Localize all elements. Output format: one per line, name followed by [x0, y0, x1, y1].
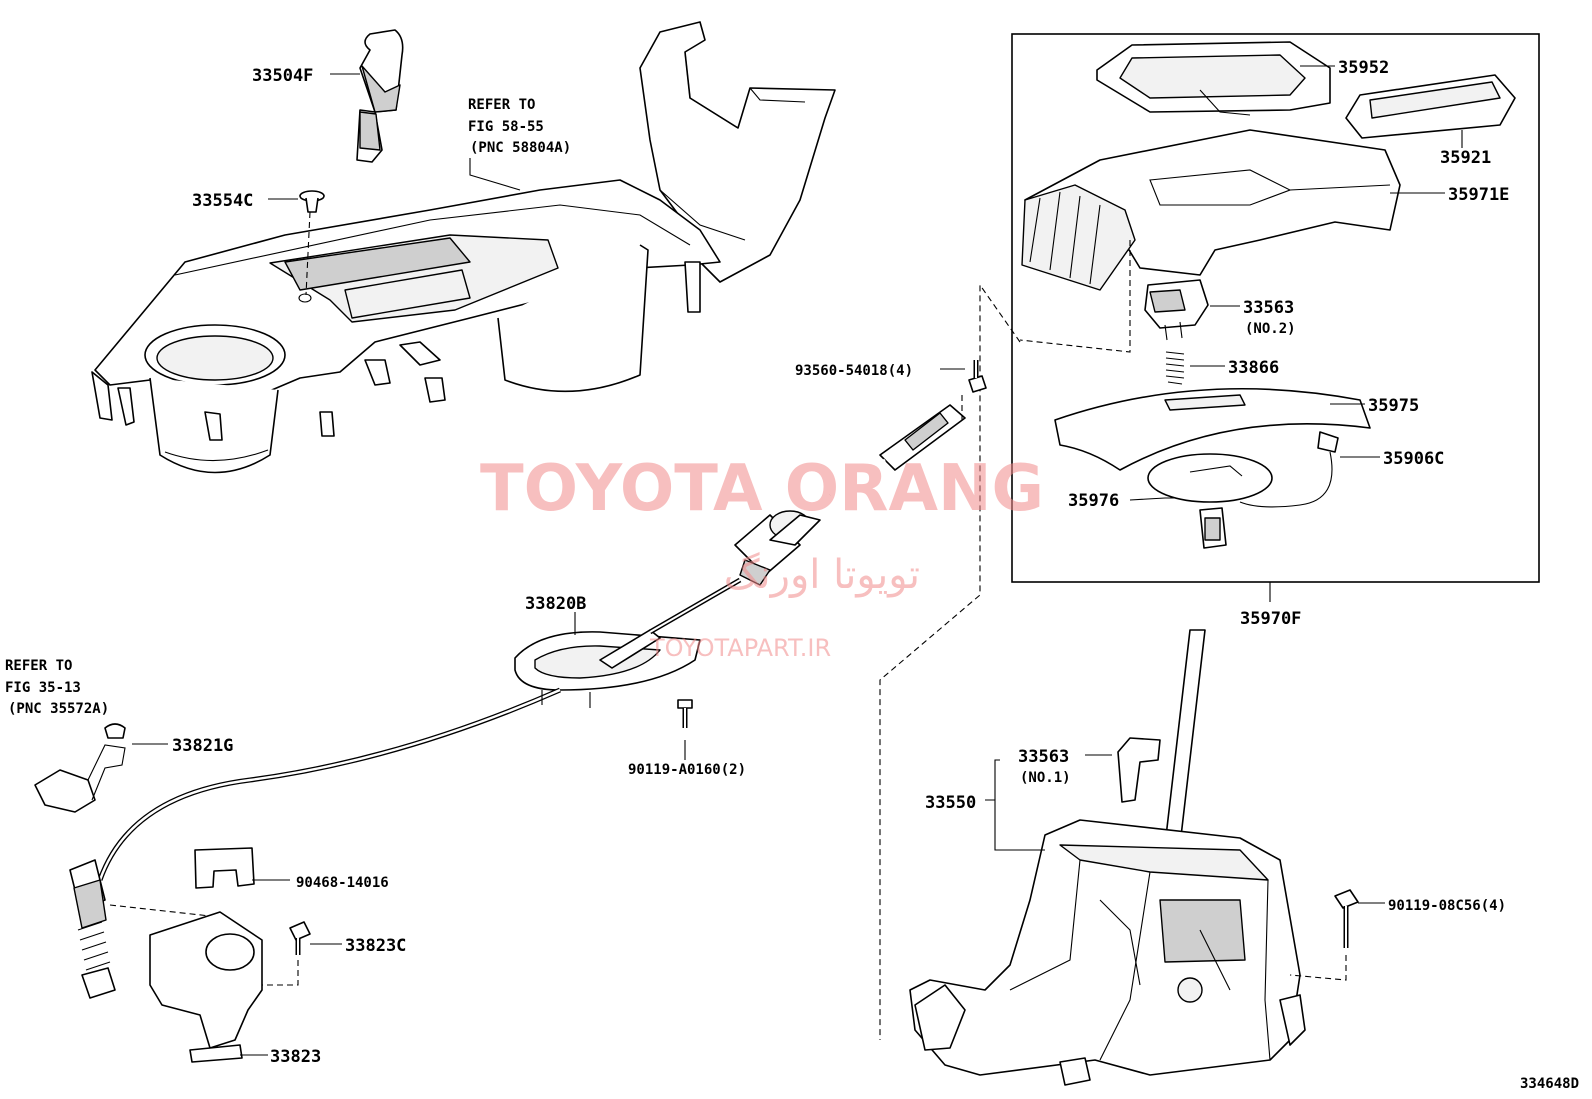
label-33563-no1: 33563 — [1018, 747, 1069, 767]
label-35906C: 35906C — [1383, 449, 1444, 469]
label-35976: 35976 — [1068, 491, 1119, 511]
label-90119-08C56: 90119-08C56(4) — [1388, 898, 1506, 914]
watermark-brand-fa: تویوتا اورنگ — [724, 552, 920, 598]
leader-lines — [132, 65, 1463, 1056]
label-33563-no2-sub: (NO.2) — [1245, 321, 1296, 337]
shift-lever-kit-box — [1011, 33, 1540, 583]
console-refer-line1: REFER TO — [468, 97, 535, 113]
label-93560-54018: 93560-54018(4) — [795, 363, 913, 379]
diagram-id: 334648D — [1520, 1076, 1579, 1092]
kit-parts-drawing — [1019, 41, 1516, 549]
label-33563-no2: 33563 — [1243, 298, 1294, 318]
watermark-url: TOYOTAPART.IR — [649, 634, 831, 662]
label-90468-14016: 90468-14016 — [296, 875, 389, 891]
console-refer-note: REFER TO FIG 58-55 (PNC 58804A) — [468, 97, 571, 156]
label-35975: 35975 — [1368, 396, 1419, 416]
console-refer-line2: FIG 58-55 — [468, 119, 544, 135]
watermark-brand: TOYOTA ORANG — [480, 452, 1044, 526]
label-33866: 33866 — [1228, 358, 1279, 378]
bracket-refer-note: REFER TO FIG 35-13 (PNC 35572A) — [5, 658, 109, 717]
shift-lever-assembly-drawing — [909, 629, 1359, 1086]
label-35970F: 35970F — [1240, 609, 1301, 629]
label-33550: 33550 — [925, 793, 976, 813]
part-labels: 33504F 33554C 35952 35921 35971E 33563 (… — [172, 58, 1579, 1092]
bracket-refer-line2: FIG 35-13 — [5, 680, 81, 696]
label-33563-no1-sub: (NO.1) — [1020, 770, 1071, 786]
label-33821G: 33821G — [172, 736, 233, 756]
label-33504F: 33504F — [252, 66, 313, 86]
console-refer-line3: (PNC 58804A) — [470, 140, 571, 156]
label-90119-A0160: 90119-A0160(2) — [628, 762, 746, 778]
label-35971E: 35971E — [1448, 185, 1509, 205]
label-33554C: 33554C — [192, 191, 253, 211]
label-35952: 35952 — [1338, 58, 1389, 78]
label-35921: 35921 — [1440, 148, 1491, 168]
cable-end-drawing — [34, 723, 311, 1063]
bracket-refer-line1: REFER TO — [5, 658, 72, 674]
dashed-connectors — [879, 283, 1021, 1040]
shift-cable-drawing — [97, 404, 966, 881]
shift-knob-drawing — [356, 29, 404, 163]
label-33823C: 33823C — [345, 936, 406, 956]
console-panel-drawing — [91, 21, 836, 474]
label-33820B: 33820B — [525, 594, 586, 614]
bracket-refer-line3: (PNC 35572A) — [8, 701, 109, 717]
label-33823: 33823 — [270, 1047, 321, 1067]
bolt-93560-drawing — [968, 360, 987, 393]
knob-button-drawing — [299, 190, 325, 296]
watermark: TOYOTA ORANG تویوتا اورنگ TOYOTAPART.IR — [480, 452, 1044, 662]
